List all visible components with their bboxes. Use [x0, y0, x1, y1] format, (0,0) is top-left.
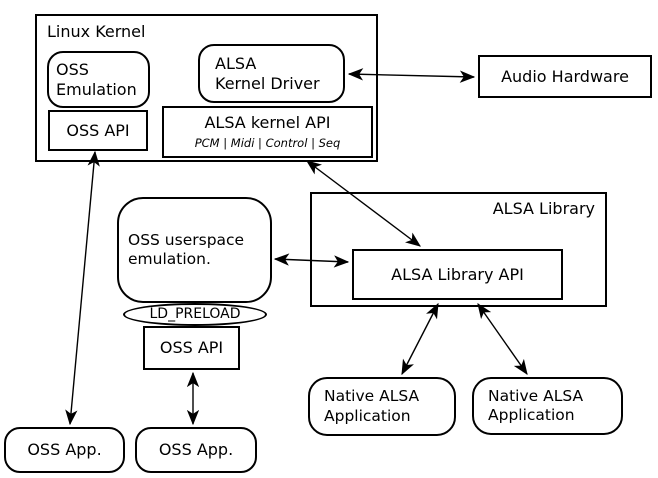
native-alsa-application-right-box: Native ALSA Application	[472, 377, 623, 435]
userspace-oss-api-box: OSS API	[143, 326, 240, 370]
linux-kernel-title: Linux Kernel	[47, 22, 146, 41]
ld-preload-ellipse: LD_PRELOAD	[123, 303, 267, 326]
alsa-kernel-api-subsystems: PCM | Midi | Control | Seq	[194, 136, 341, 151]
alsa-kernel-api-box: ALSA kernel API PCM | Midi | Control | S…	[162, 106, 373, 158]
alsa-library-title: ALSA Library	[492, 199, 595, 218]
oss-emulation-box: OSS Emulation	[47, 51, 150, 108]
alsa-library-api-box: ALSA Library API	[352, 249, 563, 300]
audio-hardware-box: Audio Hardware	[478, 55, 652, 98]
alsa-kernel-driver-box: ALSA Kernel Driver	[198, 44, 345, 103]
native-alsa-application-left-box: Native ALSA Application	[308, 377, 456, 436]
alsa-kernel-api-title: ALSA kernel API	[204, 113, 331, 133]
oss-app-left-box: OSS App.	[4, 427, 125, 473]
arrow-kernel-oss-api-oss-app-left	[65, 150, 100, 426]
arrow-alsa-library-api-native-alsa-left	[401, 302, 439, 376]
oss-userspace-emulation-box: OSS userspace emulation.	[117, 197, 272, 303]
oss-app-right-box: OSS App.	[135, 427, 257, 473]
kernel-oss-api-box: OSS API	[48, 110, 148, 151]
arrow-alsa-library-api-native-alsa-right	[477, 302, 528, 376]
